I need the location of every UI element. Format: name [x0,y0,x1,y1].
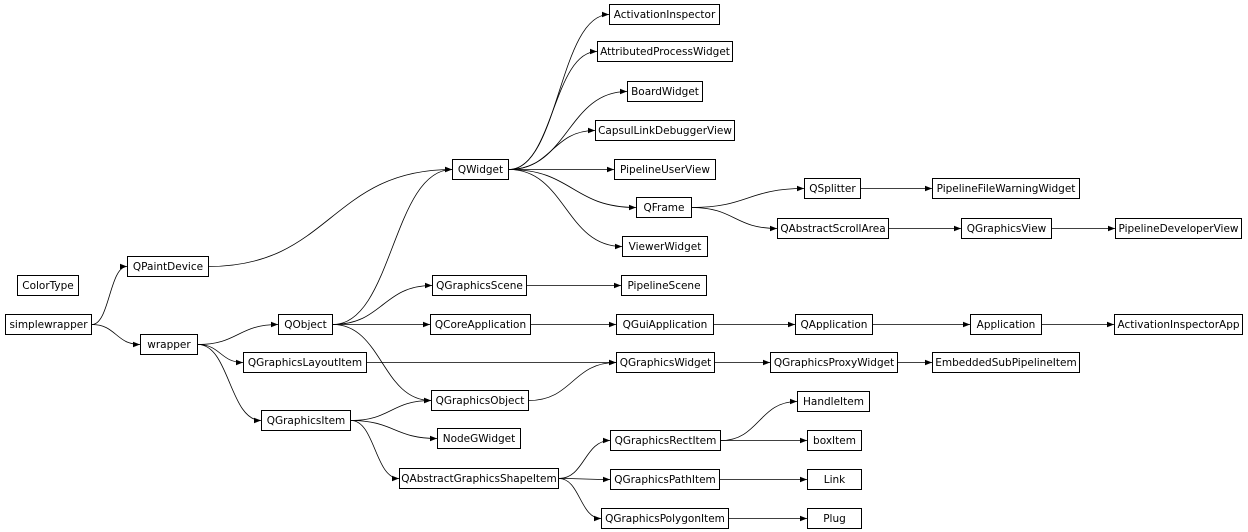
edge-q-frame-to-q-splitter [691,185,805,208]
edge-q-widget-to-viewer-widget [508,169,623,250]
class-node-embedded-sub-pipeline-item[interactable]: EmbeddedSubPipelineItem [932,352,1080,373]
class-node-q-core-application[interactable]: QCoreApplication [430,314,531,335]
class-node-q-application[interactable]: QApplication [795,314,873,335]
edge-simplewrapper-to-q-paint-device [91,263,128,325]
edge-q-object-to-q-widget [332,166,453,325]
edge-simplewrapper-to-wrapper [91,324,141,348]
class-node-q-graphics-path-item[interactable]: QGraphicsPathItem [610,469,720,490]
class-node-q-graphics-item[interactable]: QGraphicsItem [261,410,351,431]
class-node-q-graphics-view[interactable]: QGraphicsView [961,218,1052,239]
class-node-q-graphics-polygon-item[interactable]: QGraphicsPolygonItem [601,508,729,529]
edge-q-widget-to-q-frame [508,169,637,211]
class-node-attributed-process-widget[interactable]: AttributedProcessWidget [597,41,733,62]
class-node-q-graphics-widget[interactable]: QGraphicsWidget [616,352,715,373]
class-node-q-object[interactable]: QObject [278,314,333,335]
edge-q-widget-to-activation-inspector [508,11,610,170]
class-node-viewer-widget[interactable]: ViewerWidget [622,236,708,257]
class-node-q-graphics-rect-item[interactable]: QGraphicsRectItem [610,430,721,451]
class-node-link[interactable]: Link [807,469,862,490]
class-node-q-frame[interactable]: QFrame [636,197,692,218]
edge-q-graphics-item-to-node-g-widget [350,420,438,442]
edge-q-abstract-graphics-shape-item-to-q-graphics-rect-item [558,437,611,479]
class-node-node-g-widget[interactable]: NodeGWidget [437,428,521,449]
class-node-q-graphics-layout-item[interactable]: QGraphicsLayoutItem [243,352,367,373]
edge-q-graphics-object-to-q-graphics-widget [528,359,617,401]
class-node-color-type[interactable]: ColorType [17,275,79,296]
edge-q-frame-to-q-abstract-scroll-area [691,207,778,232]
class-node-pipeline-scene[interactable]: PipelineScene [621,275,707,296]
class-node-simplewrapper[interactable]: simplewrapper [5,314,92,335]
class-node-pipeline-file-warning-widget[interactable]: PipelineFileWarningWidget [932,178,1080,199]
class-node-q-graphics-object[interactable]: QGraphicsObject [431,390,529,411]
edge-wrapper-to-q-object [197,321,279,345]
class-node-capsul-link-debugger-view[interactable]: CapsulLinkDebuggerView [595,120,735,141]
edge-q-widget-to-capsul-link-debugger-view [508,127,596,170]
class-node-q-widget[interactable]: QWidget [452,159,509,180]
class-node-pipeline-user-view[interactable]: PipelineUserView [614,159,716,180]
class-node-q-abstract-scroll-area[interactable]: QAbstractScrollArea [777,218,889,239]
class-node-application[interactable]: Application [970,314,1042,335]
class-node-pipeline-developer-view[interactable]: PipelineDeveloperView [1115,218,1242,239]
class-node-wrapper[interactable]: wrapper [140,334,198,355]
edge-q-graphics-rect-item-to-handle-item [720,398,798,441]
edge-q-graphics-item-to-q-graphics-object [350,397,432,421]
class-node-q-graphics-scene[interactable]: QGraphicsScene [432,275,527,296]
edge-q-widget-to-attributed-process-widget [508,48,598,170]
class-node-q-graphics-proxy-widget[interactable]: QGraphicsProxyWidget [770,352,898,373]
class-node-plug[interactable]: Plug [807,508,862,529]
edge-wrapper-to-q-graphics-layout-item [197,344,244,366]
edge-wrapper-to-q-graphics-item [197,344,262,424]
class-node-box-item[interactable]: boxItem [807,430,862,451]
class-node-q-paint-device[interactable]: QPaintDevice [127,256,209,277]
edge-q-abstract-graphics-shape-item-to-q-graphics-path-item [558,476,611,483]
edge-q-graphics-item-to-q-abstract-graphics-shape-item [350,420,400,482]
class-node-q-abstract-graphics-shape-item[interactable]: QAbstractGraphicsShapeItem [399,468,559,489]
class-node-q-splitter[interactable]: QSplitter [804,178,861,199]
edge-q-object-to-q-graphics-scene [332,282,433,325]
class-node-activation-inspector[interactable]: ActivationInspector [609,4,720,25]
class-node-activation-inspector-app[interactable]: ActivationInspectorApp [1114,314,1243,335]
class-node-q-gui-application[interactable]: QGuiApplication [616,314,714,335]
class-node-handle-item[interactable]: HandleItem [797,391,870,412]
edge-q-abstract-graphics-shape-item-to-q-graphics-polygon-item [558,478,602,522]
class-node-board-widget[interactable]: BoardWidget [627,81,703,102]
edge-q-paint-device-to-q-widget [208,166,453,267]
